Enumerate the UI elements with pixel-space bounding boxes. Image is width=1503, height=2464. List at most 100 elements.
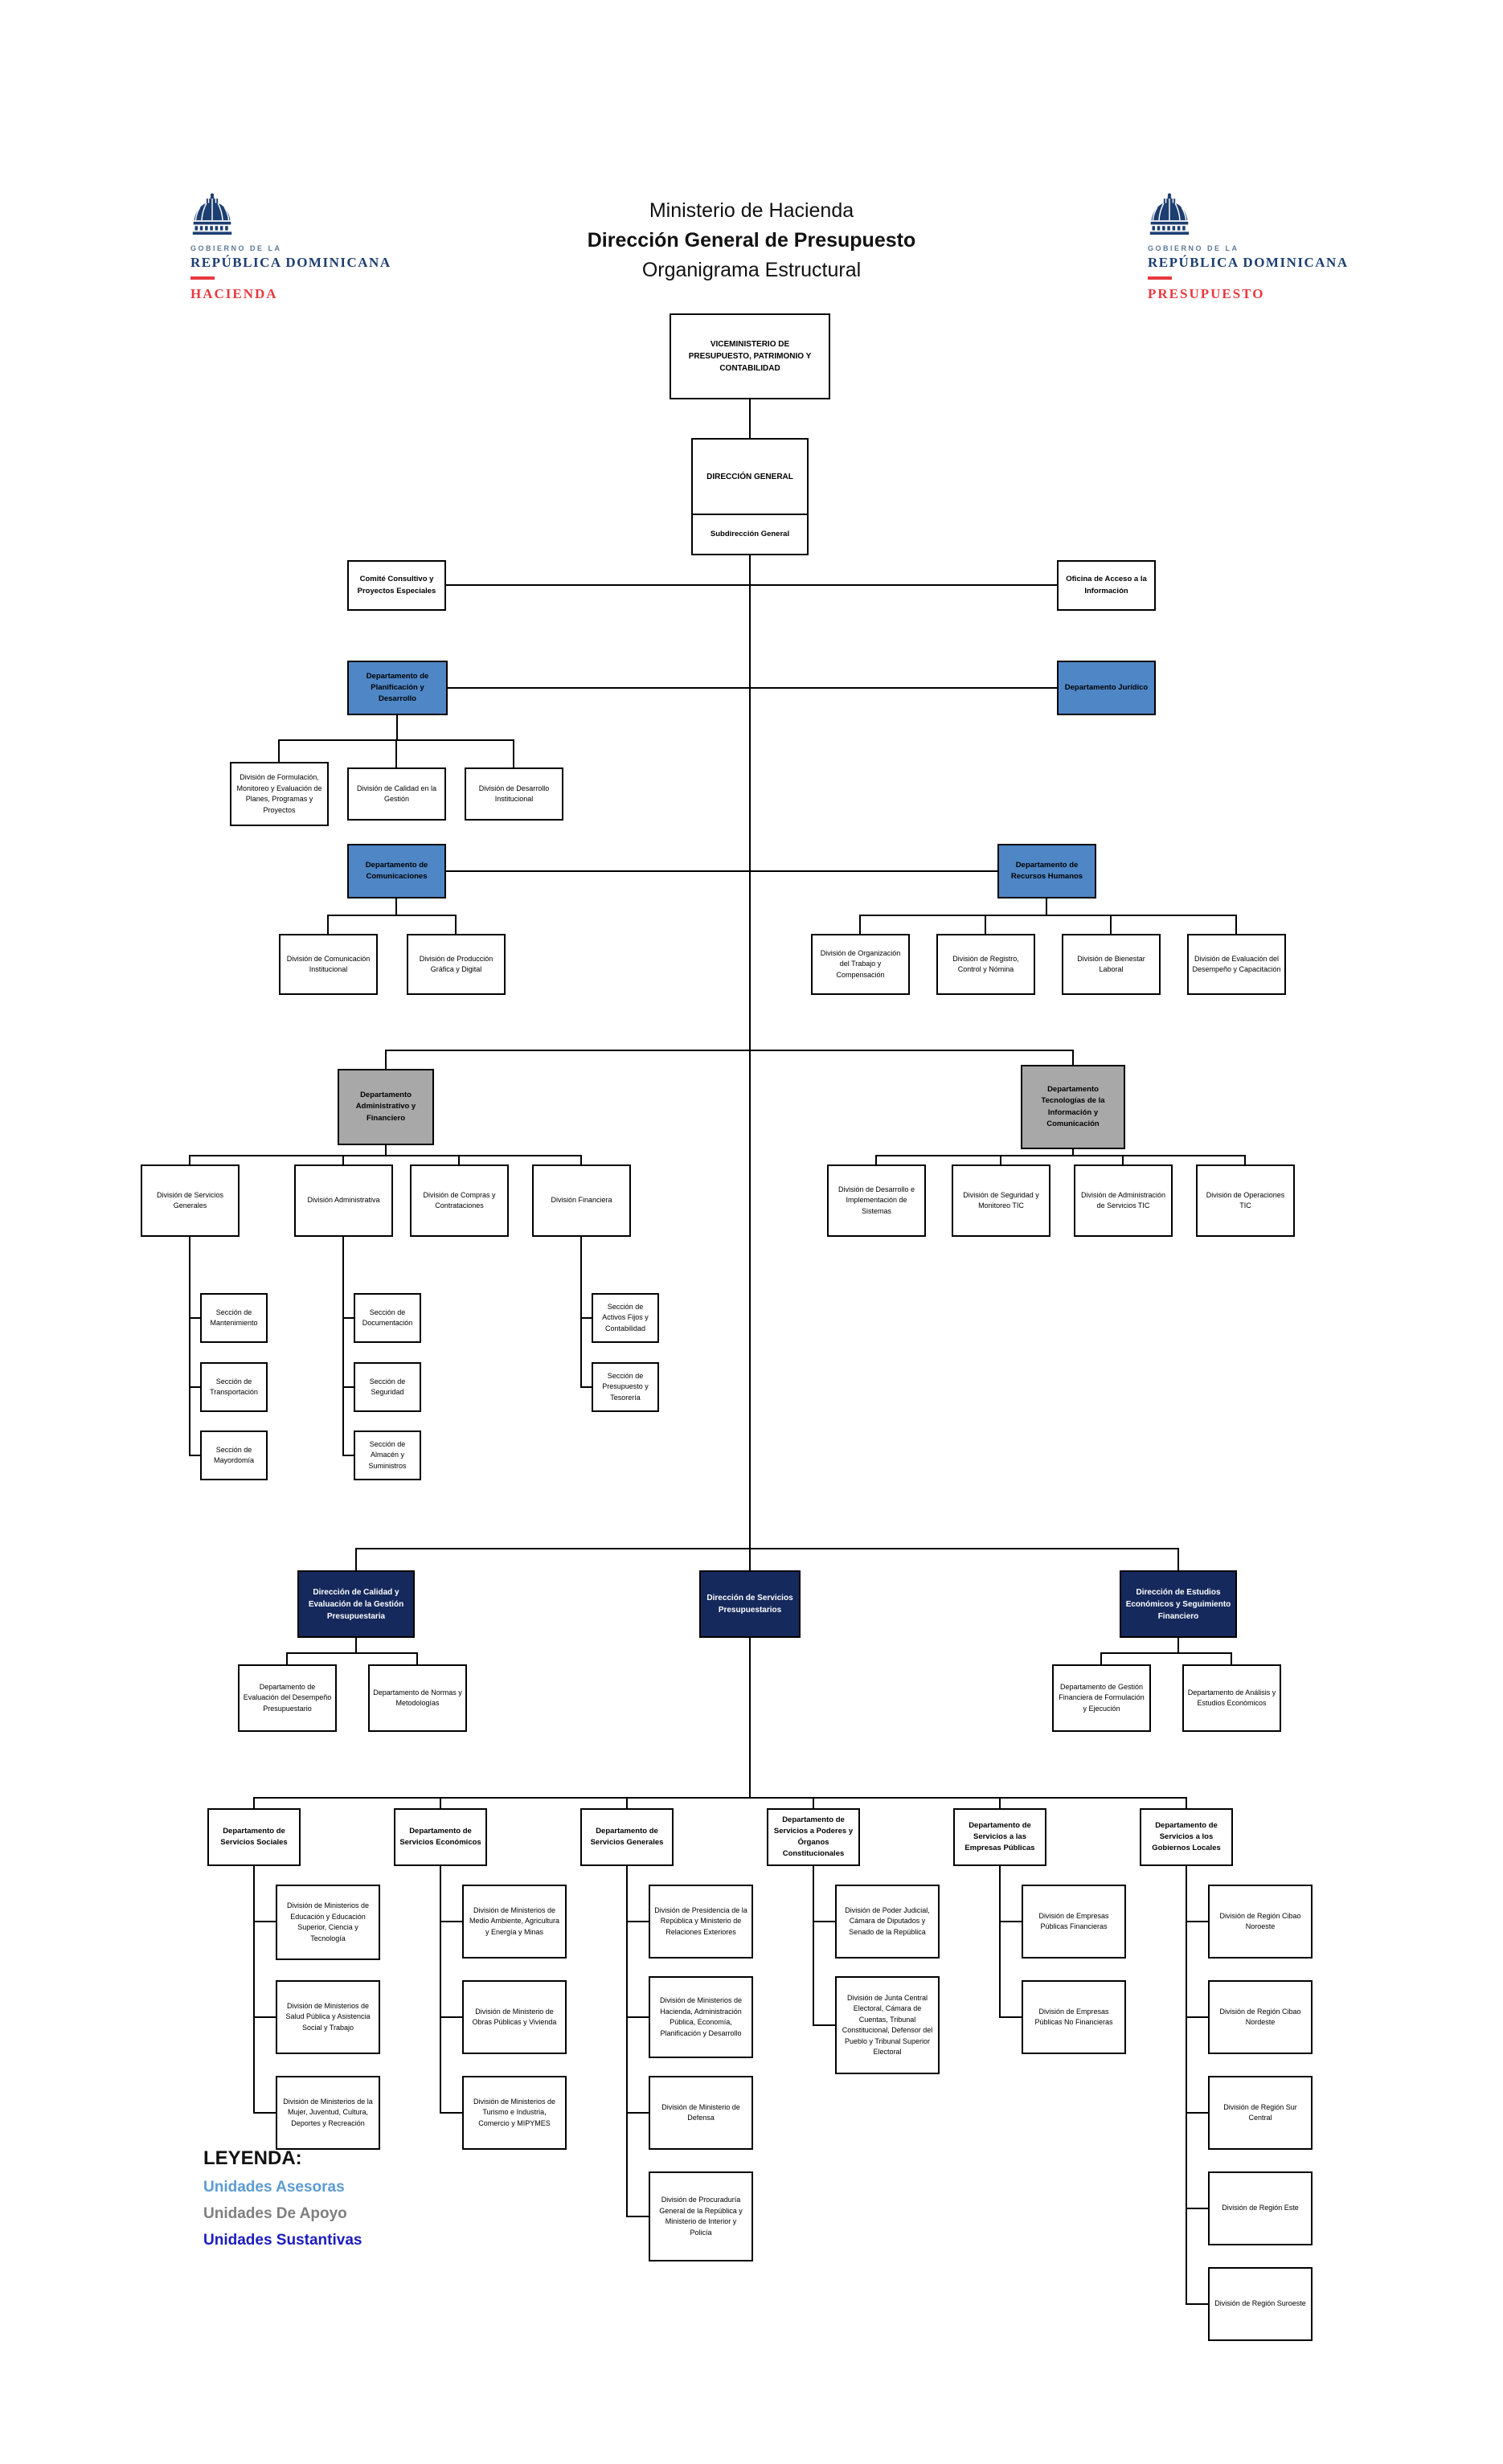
- logo-country-text: REPÚBLICA DOMINICANA: [190, 255, 391, 270]
- node-div-administrativa: División Administrativa: [294, 1164, 393, 1237]
- node-div-ministerios-educacion: División de Ministerios de Educación y E…: [276, 1885, 380, 1960]
- connector-line: [749, 555, 751, 1570]
- node-dep-servicios-poderes: Departamento de Servicios a Poderes y Ór…: [767, 1808, 860, 1866]
- title-line-1: Ministerio de Hacienda: [649, 199, 854, 222]
- connector-line: [1072, 1050, 1074, 1065]
- node-sec-seguridad: Sección de Seguridad: [354, 1362, 421, 1412]
- connector-line: [1186, 2303, 1208, 2305]
- node-oficina-acceso-informacion: Oficina de Acceso a la Información: [1057, 560, 1156, 611]
- connector-line: [446, 584, 1057, 586]
- connector-line: [1110, 915, 1112, 934]
- node-div-registro-control-nomina: División de Registro, Control y Nómina: [936, 934, 1035, 995]
- node-dep-servicios-generales: Departamento de Servicios Generales: [580, 1808, 674, 1866]
- node-div-region-este: División de Región Este: [1208, 2171, 1313, 2245]
- node-div-financiera: División Financiera: [532, 1164, 631, 1237]
- connector-line: [1186, 1866, 1187, 2305]
- connector-line: [327, 915, 457, 916]
- connector-line: [385, 1145, 387, 1155]
- node-sec-almacen-suministros: Sección de Almacén y Suministros: [354, 1431, 421, 1480]
- hacienda-logo: GOBIERNO DE LA REPÚBLICA DOMINICANA HACI…: [190, 193, 391, 302]
- connector-line: [813, 1921, 835, 1922]
- node-div-comunicacion-institucional: División de Comunicación Institucional: [279, 934, 378, 995]
- node-dep-recursos-humanos: Departamento de Recursos Humanos: [997, 844, 1096, 898]
- connector-line: [253, 1797, 255, 1808]
- node-div-seguridad-monitoreo-tic: División de Seguridad y Monitoreo TIC: [952, 1164, 1050, 1237]
- node-dep-servicios-empresas-publicas: Departamento de Servicios a las Empresas…: [953, 1808, 1046, 1866]
- node-sec-activos-fijos: Sección de Activos Fijos y Contabilidad: [592, 1293, 659, 1343]
- node-div-region-cibao-nordeste: División de Región Cibao Nordeste: [1208, 1980, 1313, 2054]
- connector-line: [875, 1155, 1246, 1156]
- node-subdireccion-general: Subdirección General: [691, 514, 809, 555]
- connector-line: [342, 1317, 354, 1319]
- connector-line: [1177, 1638, 1179, 1654]
- node-div-junta-central-electoral: División de Junta Central Electoral, Cám…: [835, 1976, 940, 2074]
- connector-line: [189, 1155, 190, 1164]
- node-dep-juridico: Departamento Jurídico: [1057, 661, 1156, 715]
- presupuesto-logo: GOBIERNO DE LA REPÚBLICA DOMINICANA PRES…: [1148, 193, 1347, 302]
- connector-line: [440, 1921, 462, 1922]
- connector-line: [355, 1548, 357, 1570]
- node-div-ministerio-defensa: División de Ministerio de Defensa: [649, 2076, 753, 2150]
- connector-line: [395, 739, 397, 767]
- logo-government-text: GOBIERNO DE LA: [190, 244, 282, 252]
- connector-line: [455, 915, 457, 934]
- connector-line: [580, 1155, 582, 1164]
- legend-title: LEYENDA:: [203, 2147, 302, 2169]
- connector-line: [1177, 1548, 1179, 1570]
- title-line-2: Dirección General de Presupuesto: [587, 229, 916, 252]
- connector-line: [1072, 1149, 1074, 1155]
- node-div-formulacion-monitoreo: División de Formulación, Monitoreo y Eva…: [230, 762, 329, 826]
- connector-line: [513, 739, 514, 767]
- connector-line: [1244, 1155, 1246, 1164]
- connector-line: [342, 1455, 354, 1456]
- connector-line: [626, 2016, 649, 2018]
- node-dir-servicios-presupuestarios: Dirección de Servicios Presupuestarios: [699, 1570, 801, 1638]
- node-div-ministerio-obras-publicas: División de Ministerio de Obras Públicas…: [462, 1980, 567, 2054]
- connector-line: [580, 1317, 592, 1319]
- connector-line: [999, 2016, 1022, 2018]
- connector-line: [1122, 1155, 1124, 1164]
- node-viceministerio: VICEMINISTERIO DE PRESUPUESTO, PATRIMONI…: [670, 313, 830, 399]
- connector-line: [440, 1866, 441, 2114]
- node-div-desarrollo-institucional: División de Desarrollo Institucional: [465, 767, 563, 821]
- node-dir-estudios-economicos: Dirección de Estudios Económicos y Segui…: [1120, 1570, 1237, 1638]
- connector-line: [342, 1155, 344, 1164]
- logo-red-bar: [1148, 276, 1172, 280]
- node-div-operaciones-tic: División de Operaciones TIC: [1196, 1164, 1295, 1237]
- node-div-region-cibao-noroeste: División de Región Cibao Noroeste: [1208, 1885, 1313, 1959]
- connector-line: [859, 915, 1237, 916]
- connector-line: [1235, 915, 1237, 934]
- connector-line: [1000, 1155, 1001, 1164]
- node-div-ministerios-salud: División de Ministerios de Salud Pública…: [276, 1980, 380, 2054]
- node-dep-servicios-sociales: Departamento de Servicios Sociales: [207, 1808, 301, 1866]
- node-div-administracion-servicios-tic: División de Administración de Servicios …: [1074, 1164, 1173, 1237]
- node-div-ministerios-hacienda: División de Ministerios de Hacienda, Adm…: [649, 1976, 753, 2058]
- node-div-empresas-publicas-financieras: División de Empresas Públicas Financiera…: [1022, 1885, 1126, 1959]
- connector-line: [446, 870, 997, 872]
- connector-line: [1100, 1652, 1102, 1664]
- connector-line: [189, 1237, 190, 1456]
- legend: LEYENDA: Unidades Asesoras Unidades De A…: [203, 2147, 362, 2249]
- node-dep-gestion-financiera: Departamento de Gestión Financiera de Fo…: [1052, 1664, 1151, 1732]
- connector-line: [189, 1455, 200, 1456]
- connector-line: [253, 1921, 276, 1922]
- connector-line: [286, 1652, 418, 1654]
- connector-line: [580, 1237, 582, 1388]
- connector-line: [626, 2112, 649, 2114]
- connector-line: [440, 2016, 462, 2018]
- connector-line: [253, 2016, 276, 2018]
- node-sec-documentacion: Sección de Documentación: [354, 1293, 421, 1343]
- connector-line: [626, 1921, 649, 1922]
- connector-line: [1046, 898, 1047, 915]
- page-title: Ministerio de Hacienda Dirección General…: [430, 196, 1073, 285]
- connector-line: [278, 739, 280, 762]
- connector-line: [253, 1866, 255, 2114]
- node-dep-planificacion-desarrollo: Departamento de Planificación y Desarrol…: [347, 661, 448, 715]
- node-div-compras-contrataciones: División de Compras y Contrataciones: [410, 1164, 509, 1237]
- node-div-organizacion-trabajo: División de Organización del Trabajo y C…: [811, 934, 910, 995]
- node-dep-tecnologias-informacion: Departamento Tecnologías de la Informaci…: [1021, 1065, 1125, 1149]
- legend-item-asesoras: Unidades Asesoras: [203, 2179, 345, 2196]
- connector-line: [189, 1386, 200, 1388]
- node-div-region-suroeste: División de Región Suroeste: [1208, 2267, 1313, 2341]
